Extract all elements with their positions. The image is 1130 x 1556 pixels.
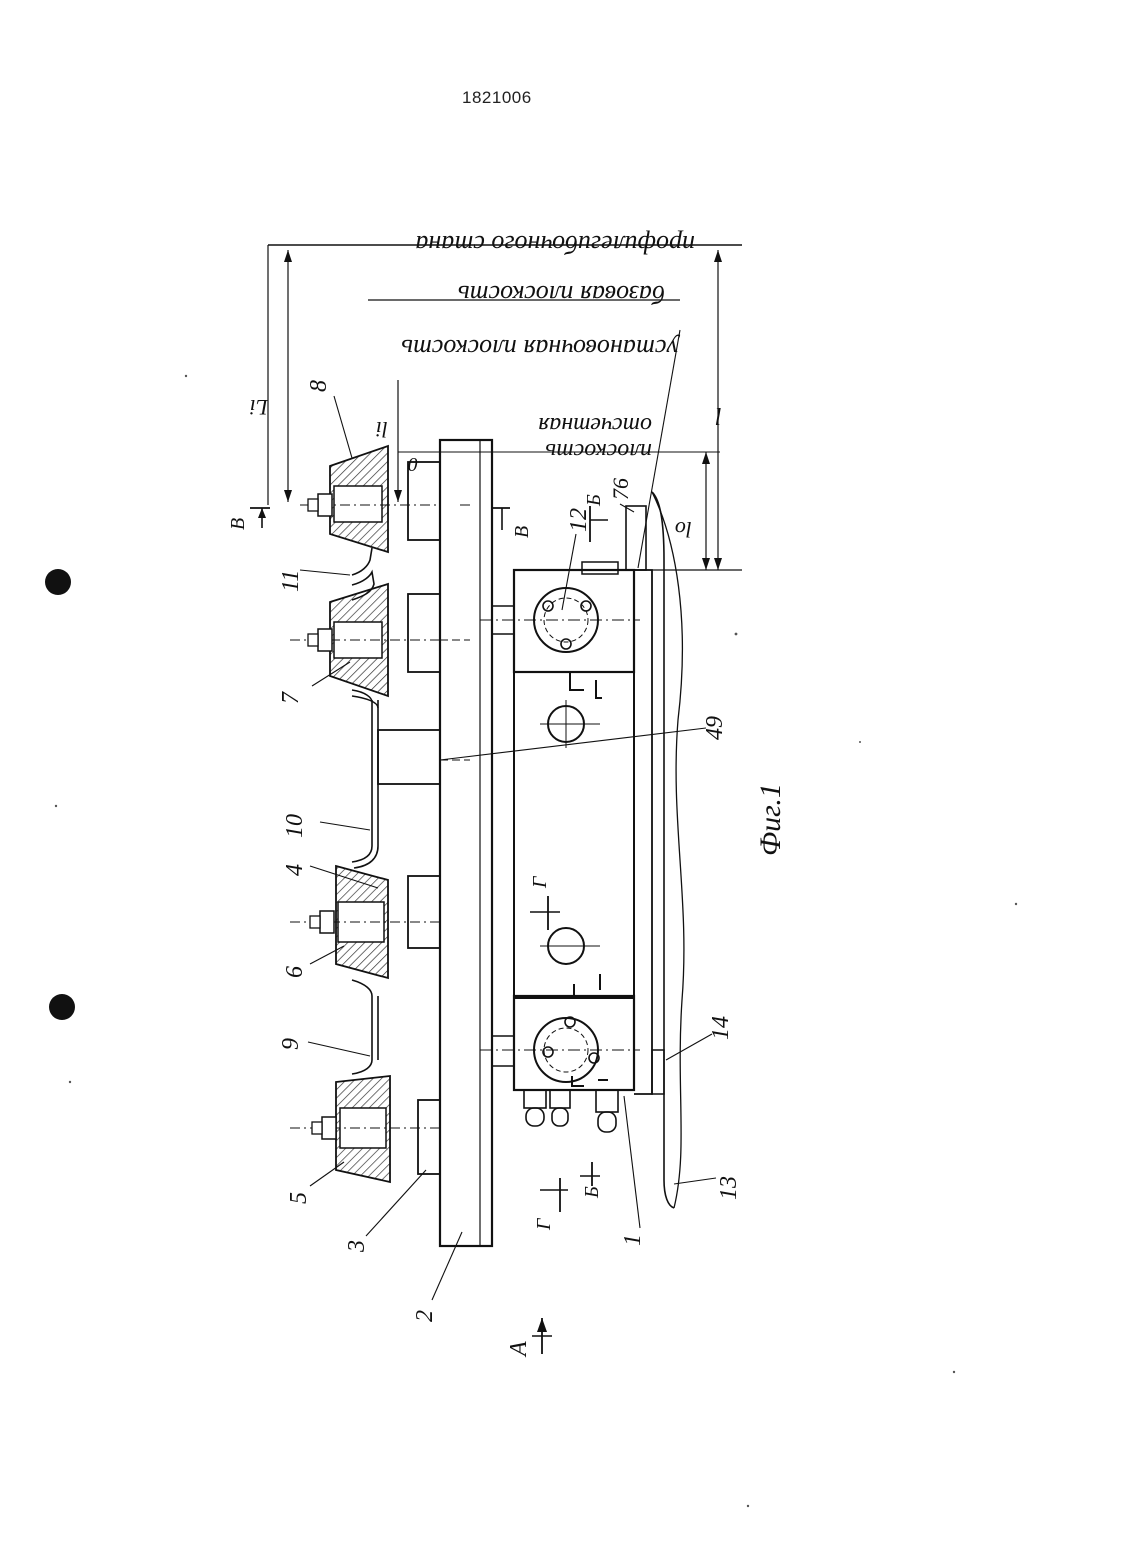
- section-B-top: Б: [583, 494, 605, 507]
- view-A-label: А: [506, 1341, 532, 1358]
- scan-noise: [55, 375, 1017, 1507]
- callout-13: 13: [716, 1176, 742, 1200]
- callout-12: 12: [566, 508, 592, 532]
- reference-plane-label-1: отсчетная: [538, 412, 652, 438]
- section-G-bottom: Г: [533, 1217, 555, 1231]
- section-V-left: В: [227, 518, 249, 530]
- dim-lo-label: lo: [675, 517, 692, 542]
- roller-7: [290, 584, 440, 696]
- callout-11: 11: [278, 570, 304, 592]
- dim-l-label: l: [715, 402, 722, 428]
- mount-block-bottom: [418, 1100, 440, 1174]
- flange-top: [534, 588, 598, 652]
- knob-group: [524, 1090, 618, 1132]
- carrier-beam: [514, 672, 634, 998]
- callout-1: 1: [620, 1234, 646, 1246]
- reference-plane-label-2: плоскость: [545, 438, 652, 464]
- section-G-mid: Г: [529, 875, 551, 889]
- section-V-right: В: [511, 526, 533, 538]
- callout-5: 5: [286, 1192, 312, 1204]
- rail-13: [652, 492, 674, 1208]
- callout-8: 8: [306, 380, 332, 392]
- callout-10: 10: [282, 814, 308, 838]
- mount-block-3: [408, 876, 440, 948]
- callout-76: 76: [608, 478, 633, 500]
- rail-inner: [634, 570, 652, 1094]
- housing-12: [514, 570, 634, 672]
- install-plane-label: установочная плоскость: [401, 334, 681, 363]
- profile-sheet-10: [352, 700, 378, 868]
- dim-zero-label: 0: [408, 453, 418, 475]
- profile-stand-label: профилегибочного стана: [415, 230, 695, 259]
- spacer-49: [378, 730, 440, 784]
- housing-14: [514, 996, 634, 1090]
- profile-sheet-9: [352, 980, 378, 1074]
- callout-7: 7: [278, 691, 304, 704]
- dim-li-label: li: [376, 417, 388, 442]
- callout-9: 9: [278, 1038, 304, 1050]
- callout-2: 2: [412, 1310, 438, 1322]
- roller-6: [290, 866, 440, 978]
- figure-caption: Фиг.1: [754, 783, 787, 856]
- binder-hole-top: [45, 569, 71, 595]
- callout-14: 14: [708, 1016, 734, 1040]
- callout-3: 3: [344, 1240, 370, 1253]
- flange-bottom: [534, 1017, 599, 1082]
- base-plate: [440, 440, 492, 1246]
- mount-block-2: [408, 594, 440, 672]
- section-B-bottom: Б: [581, 1186, 603, 1199]
- binder-hole-bottom: [49, 994, 75, 1020]
- callout-4: 4: [282, 864, 308, 876]
- base-plane-label: базовая плоскость: [458, 280, 665, 309]
- dim-Li-label: Li: [250, 395, 269, 420]
- callout-6: 6: [282, 966, 308, 978]
- callout-49: 49: [702, 716, 728, 740]
